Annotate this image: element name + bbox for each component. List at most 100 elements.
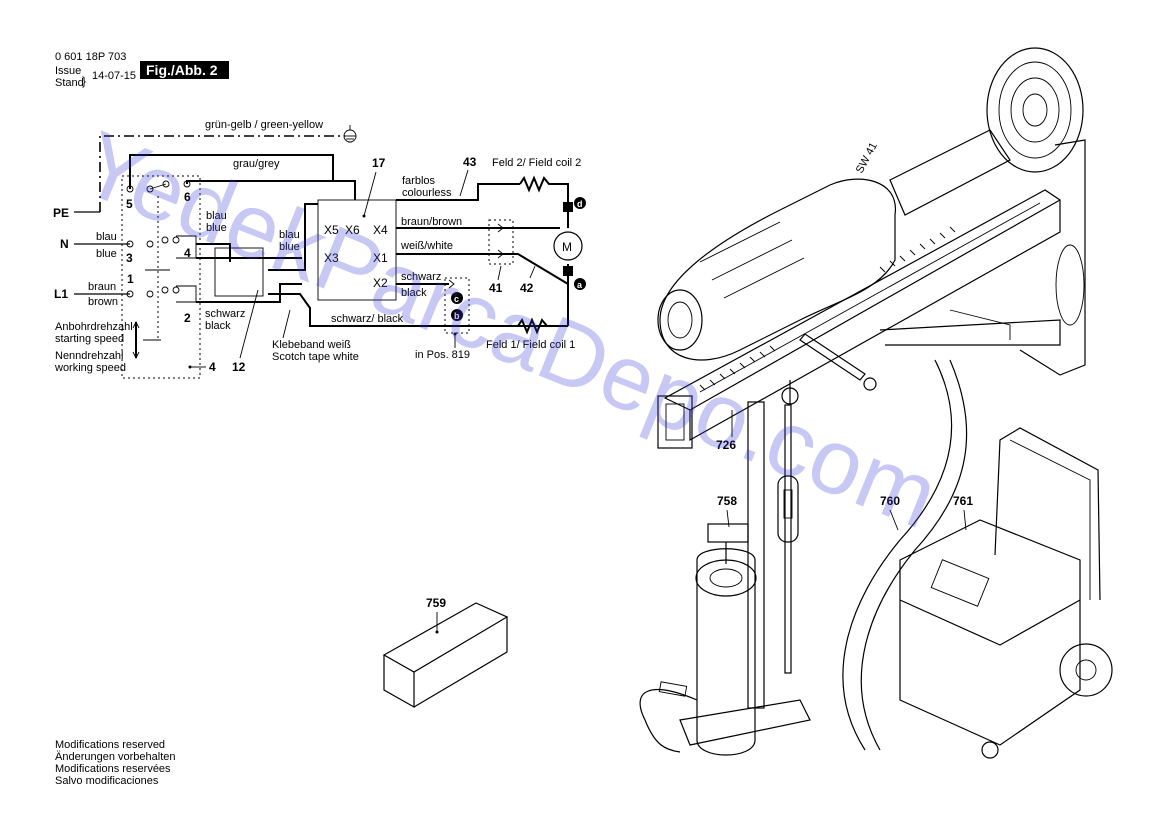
blue-wire-a (196, 243, 231, 262)
term-x1: X1 (373, 251, 388, 265)
blue-label-2: blue (279, 241, 300, 253)
schwarz-label: schwarz (205, 308, 245, 320)
callout-761: 761 (953, 494, 973, 508)
header: 0 601 18P 703 Issue Stand } 14-07-15 Fig… (55, 51, 229, 89)
black-bottom-wire (268, 293, 568, 327)
black-wire-a (196, 283, 302, 303)
weiss-white-label: weiß/white (400, 240, 453, 252)
block-759 (382, 602, 509, 709)
svg-text:c: c (454, 294, 459, 304)
earth-wire (99, 135, 345, 212)
schwarz-black-label: schwarz/ black (331, 313, 404, 325)
footer-line-1: Modifications reserved (55, 739, 165, 751)
part-number: 0 601 18P 703 (55, 51, 126, 63)
drill-stand-illustration: SW 41 726 758 760 (382, 47, 1113, 759)
l1-label: L1 (54, 287, 68, 301)
stand-label: Stand (55, 77, 84, 89)
footer: Modifications reserved Änderungen vorbeh… (55, 739, 175, 787)
n-blau: blau (96, 231, 117, 243)
vacuum-hose (842, 359, 953, 751)
n-label: N (60, 237, 69, 251)
callout-12: 12 (232, 360, 246, 374)
motor-end-cap (657, 289, 703, 351)
footer-line-2: Änderungen vorbehalten (55, 751, 175, 763)
issue-date: 14-07-15 (92, 70, 136, 82)
black2-label: black (401, 287, 427, 299)
electronic-module (317, 199, 397, 301)
white-to-a (503, 253, 569, 285)
farblos-label: farblos (402, 175, 436, 187)
vacuum-cleaner (899, 519, 1081, 746)
brace: } (82, 74, 86, 88)
earth-symbol-icon (343, 125, 357, 143)
water-tap (777, 475, 799, 543)
term-x4: X4 (373, 223, 388, 237)
working-speed-de: Nenndrehzahl (55, 350, 124, 362)
sw41-label: SW 41 (854, 141, 880, 176)
wire-x5 (268, 203, 318, 271)
issue-label: Issue (55, 65, 81, 77)
brush-top (563, 202, 573, 212)
term-x3: X3 (324, 251, 339, 265)
watermark: YedekParcaDepo.com (68, 112, 952, 548)
switch-contacts (126, 180, 197, 360)
callout-760: 760 (880, 494, 900, 508)
footer-line-4: Salvo modificaciones (55, 775, 159, 787)
marker-c (451, 292, 463, 304)
spindle-tube (889, 129, 1011, 216)
switch-6: 6 (184, 190, 191, 204)
water-tank (696, 548, 756, 756)
earth-label: grün-gelb / green-yellow (205, 119, 323, 131)
colourless-wire (396, 183, 520, 201)
motor-label: M (562, 240, 572, 254)
tape-leader (282, 309, 291, 339)
black-label: black (205, 320, 231, 332)
pump-handle (707, 523, 749, 543)
motor-icon (553, 231, 583, 261)
marker-a (574, 278, 586, 290)
field-coil-1-label: Feld 1/ Field coil 1 (486, 339, 575, 351)
grey-wire (129, 154, 334, 189)
feed-handle (799, 333, 866, 381)
working-speed-en: working speed (54, 362, 126, 374)
base-arm (879, 319, 1061, 346)
figure-label-box (140, 61, 229, 79)
svg-text:a: a (577, 280, 583, 290)
term-x2: X2 (373, 276, 388, 290)
tank-base (679, 699, 811, 746)
term-x5: X5 (324, 223, 339, 237)
callout-17: 17 (372, 156, 386, 170)
footer-line-3: Modifications reservées (55, 763, 171, 775)
suppressor-block (214, 247, 264, 297)
column (747, 401, 765, 709)
colourless-label: colourless (402, 187, 452, 199)
braun-brown-label: braun/brown (401, 216, 462, 228)
grey-label: grau/grey (233, 158, 280, 170)
switch-1: 1 (127, 272, 134, 286)
scotch-label: Scotch tape white (272, 351, 359, 363)
blau-label: blau (206, 210, 227, 222)
brush-bottom (563, 266, 573, 276)
field-coil-2-label: Feld 2/ Field coil 2 (492, 157, 581, 169)
callout-41: 41 (489, 281, 503, 295)
rear-frame (1019, 139, 1086, 376)
switch-3: 3 (126, 251, 133, 265)
vacuum-handle (994, 427, 1101, 601)
switch-5: 5 (126, 197, 133, 211)
n-blue: blue (96, 248, 117, 260)
callout-42: 42 (520, 281, 534, 295)
field-coil-2 (519, 175, 569, 204)
switch-4: 4 (184, 246, 191, 260)
l1-brown: brown (88, 296, 118, 308)
wiring-diagram: grün-gelb / green-yellow PE N L1 blau bl… (53, 119, 586, 379)
svg-text:d: d (577, 199, 583, 209)
l1-braun: braun (88, 281, 116, 293)
switch-2: 2 (184, 311, 191, 325)
callout-726: 726 (716, 438, 736, 452)
figure-label: Fig./Abb. 2 (146, 62, 218, 78)
water-hose (639, 689, 698, 753)
motor-housing (659, 178, 896, 361)
marker-b (451, 309, 463, 321)
svg-text:b: b (454, 311, 460, 321)
